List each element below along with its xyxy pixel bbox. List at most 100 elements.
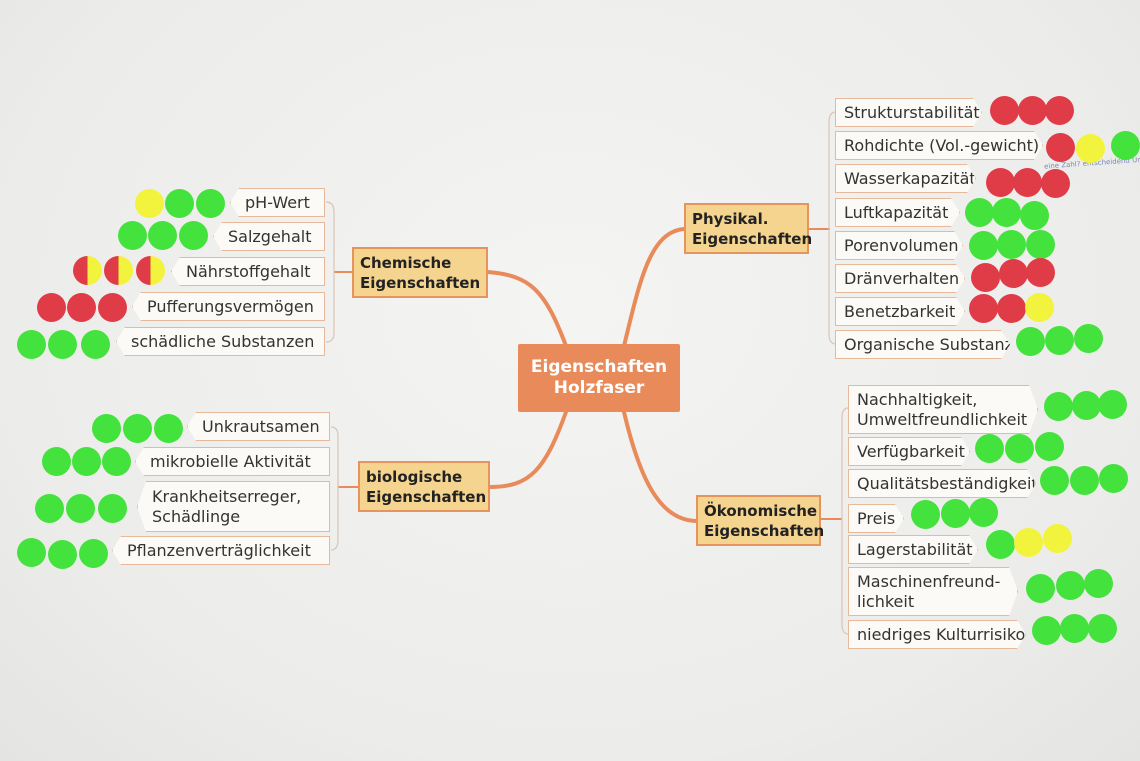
leaf-label: Unkrautsamen <box>202 417 320 436</box>
branch-physikal-line-2: Eigenschaften <box>692 230 813 248</box>
leaf-ph-wert: pH-Wert <box>230 188 325 217</box>
rating-dot <box>104 256 133 285</box>
rating-dot <box>997 294 1026 323</box>
rating-dot <box>136 256 165 285</box>
branch-oekonomisch-line-2: Eigenschaften <box>704 522 825 540</box>
leaf-label: Strukturstabilität <box>844 103 980 122</box>
rating-dot <box>135 189 164 218</box>
rating-dot <box>37 293 66 322</box>
leaf-label: Nährstoffgehalt <box>186 262 311 281</box>
rating-dot <box>911 500 940 529</box>
branch-physikal: Physikal. Eigenschaften <box>684 203 813 254</box>
rating-dot <box>986 530 1015 559</box>
rating-dot <box>1099 464 1128 493</box>
rating-dot <box>1013 168 1042 197</box>
leaf-label-line-2: Schädlinge <box>152 506 241 526</box>
leaf-label: Luftkapazität <box>844 203 949 222</box>
rating-dot <box>66 494 95 523</box>
rating-dot <box>1070 466 1099 495</box>
leaf-label-block: Krankheitserreger, Schädlinge <box>152 487 301 527</box>
rating-dot <box>1046 133 1075 162</box>
rating-dot <box>1035 432 1064 461</box>
leaf-naehrstoffgehalt: Nährstoffgehalt <box>171 257 325 286</box>
rating-dot <box>73 256 102 285</box>
leaf-label: Benetzbarkeit <box>844 302 956 321</box>
rating-dot <box>1076 134 1105 163</box>
leaf-wasserkapazitaet: Wasserkapazität <box>835 164 976 193</box>
rating-dot <box>1016 327 1045 356</box>
leaf-label: Pufferungsvermögen <box>147 297 314 316</box>
leaf-label: Preis <box>857 509 896 528</box>
rating-dot <box>179 221 208 250</box>
rating-dot <box>118 221 147 250</box>
center-line-2: Holzfaser <box>553 378 645 398</box>
rating-dot <box>48 540 77 569</box>
rating-dot <box>986 168 1015 197</box>
rating-dot <box>42 447 71 476</box>
leaf-label-block: Nachhaltigkeit, Umweltfreundlichkeit <box>857 390 1027 430</box>
leaf-porenvolumen: Porenvolumen <box>835 231 963 260</box>
leaf-label-line-1: Krankheitserreger, <box>152 486 302 506</box>
connector-center-biologisch <box>488 410 568 489</box>
rating-dot <box>1098 390 1127 419</box>
rating-dot <box>154 414 183 443</box>
rating-dot <box>1026 230 1055 259</box>
rating-dot <box>67 293 96 322</box>
rating-dot <box>1014 528 1043 557</box>
rating-dot <box>990 96 1019 125</box>
rating-dot <box>1026 258 1055 287</box>
rating-dot <box>17 538 46 567</box>
rating-dot <box>1040 466 1069 495</box>
leaf-schaedliche-substanzen: schädliche Substanzen <box>116 327 325 356</box>
rating-dot <box>971 263 1000 292</box>
center-line-1: Eigenschaften <box>530 357 668 377</box>
connector-center-oekonomisch <box>622 410 698 523</box>
rating-dot <box>1041 169 1070 198</box>
leaf-maschinenfreundlichkeit: Maschinenfreund- lichkeit <box>848 567 1018 616</box>
rating-dot <box>1018 96 1047 125</box>
leaf-benetzbarkeit: Benetzbarkeit <box>835 297 965 326</box>
branch-chemisch-line-2: Eigenschaften <box>360 274 481 292</box>
rating-dot <box>72 447 101 476</box>
rating-dot <box>1025 293 1054 322</box>
branch-chemisch: Chemische Eigenschaften <box>352 247 488 298</box>
rating-dot <box>1084 569 1113 598</box>
leaf-label: Porenvolumen <box>844 236 959 255</box>
rating-dot <box>1088 614 1117 643</box>
connector-center-physikal <box>622 227 686 348</box>
branch-oekonomisch-line-1: Ökonomische <box>704 502 818 520</box>
rating-dot <box>975 434 1004 463</box>
rating-dot <box>123 414 152 443</box>
rating-dot <box>1060 614 1089 643</box>
leaf-organische-substanz: Organische Substanz <box>835 330 1010 359</box>
rating-dot <box>1032 616 1061 645</box>
rating-dot <box>941 499 970 528</box>
leaf-label: Salzgehalt <box>228 227 312 246</box>
leaf-unkrautsamen: Unkrautsamen <box>187 412 330 441</box>
leaf-label: Wasserkapazität <box>844 169 976 188</box>
rating-dot <box>1072 391 1101 420</box>
leaf-label-line-1: Maschinenfreund- <box>857 571 1001 591</box>
branch-chemisch-line-1: Chemische <box>360 254 452 272</box>
branch-biologisch: biologische Eigenschaften <box>358 461 490 512</box>
rating-dot <box>1045 96 1074 125</box>
leaf-label-block: Maschinenfreund- lichkeit <box>857 572 1000 612</box>
leaf-luftkapazitaet: Luftkapazität <box>835 198 960 227</box>
leaf-draenverhalten: Dränverhalten <box>835 264 965 293</box>
leaf-verfuegbarkeit: Verfügbarkeit <box>848 437 970 466</box>
leaf-nachhaltigkeit: Nachhaltigkeit, Umweltfreundlichkeit <box>848 385 1038 434</box>
rating-dot <box>165 189 194 218</box>
leaf-label: Qualitätsbeständigkeit <box>857 474 1038 493</box>
rating-dot <box>1056 571 1085 600</box>
leaf-preis: Preis <box>848 504 904 533</box>
leaf-label: Lagerstabilität <box>857 540 973 559</box>
leaf-label: Pflanzenverträglichkeit <box>127 541 311 560</box>
leaf-qualitaetsbestaendigkeit: Qualitätsbeständigkeit <box>848 469 1036 498</box>
rating-dot <box>81 330 110 359</box>
rating-dot <box>1045 326 1074 355</box>
leaf-label-line-2: Umweltfreundlichkeit <box>857 409 1028 429</box>
leaf-label: Rohdichte (Vol.-gewicht) <box>844 136 1040 155</box>
connector-center-chemisch <box>485 270 568 348</box>
leaf-label: Dränverhalten <box>844 269 960 288</box>
branch-biologisch-line-2: Eigenschaften <box>366 488 487 506</box>
